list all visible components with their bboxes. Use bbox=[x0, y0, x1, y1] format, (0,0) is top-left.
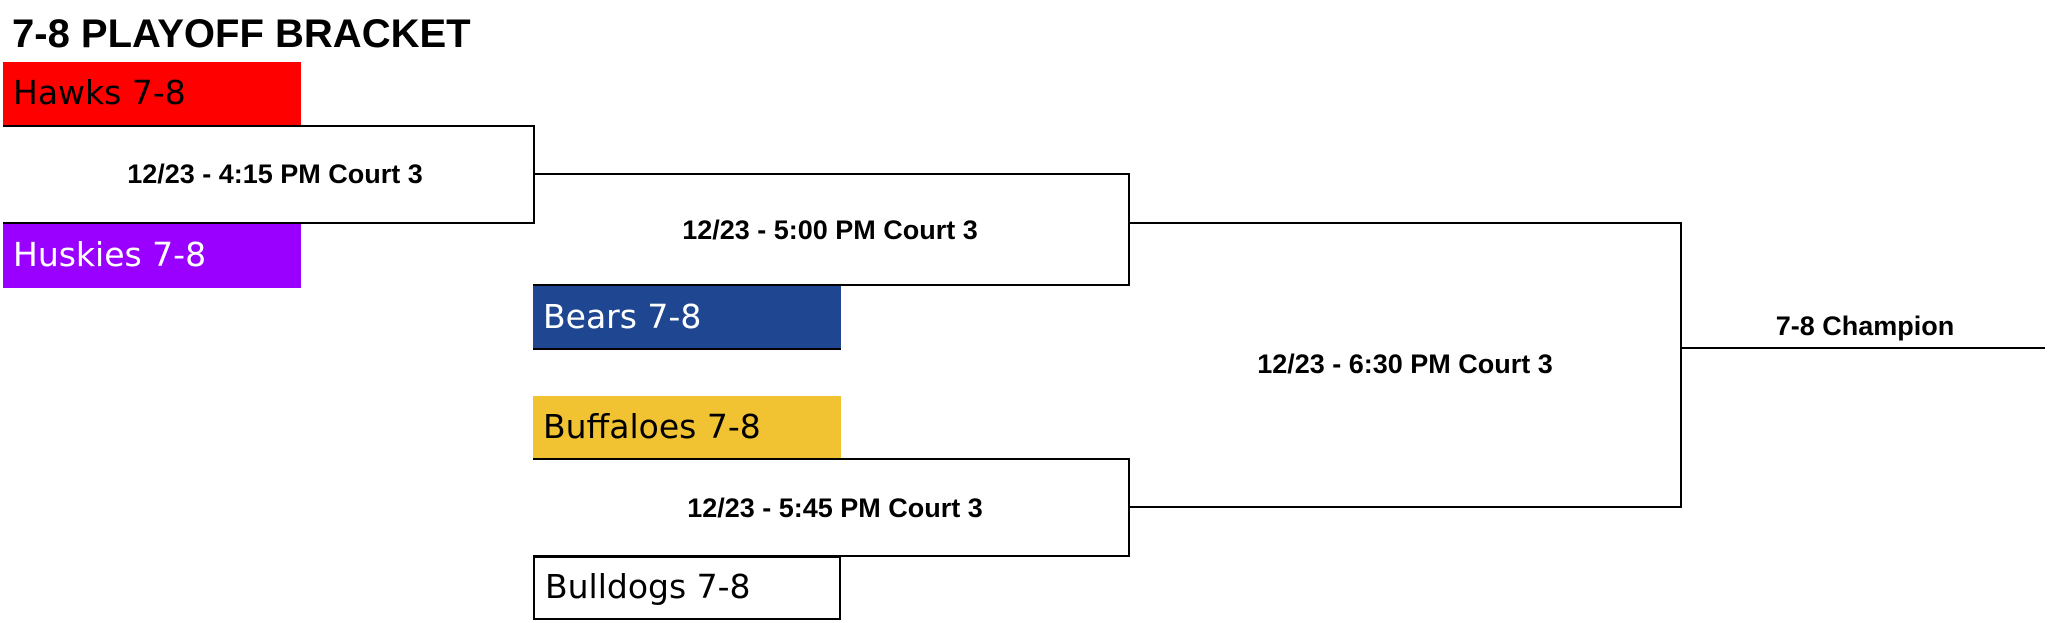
bracket-line bbox=[3, 125, 535, 127]
bracket-line bbox=[1680, 222, 1682, 508]
match-2-label: 12/23 - 5:00 PM Court 3 bbox=[682, 215, 978, 245]
bracket-line bbox=[533, 458, 1130, 460]
final-match-label: 12/23 - 6:30 PM Court 3 bbox=[1257, 349, 1553, 379]
bracket-line bbox=[533, 555, 1130, 557]
champion-label: 7-8 Champion bbox=[1775, 311, 1955, 341]
champion-line bbox=[1680, 347, 2045, 349]
team-bears: Bears 7-8 bbox=[533, 286, 841, 350]
team-bulldogs: Bulldogs 7-8 bbox=[533, 556, 841, 620]
team-hawks: Hawks 7-8 bbox=[3, 62, 301, 126]
bracket-line bbox=[3, 222, 535, 224]
bracket-line bbox=[1128, 222, 1682, 224]
match-1-label: 12/23 - 4:15 PM Court 3 bbox=[127, 159, 423, 189]
bracket-line bbox=[533, 348, 841, 350]
bracket-line bbox=[1128, 506, 1682, 508]
match-3-label: 12/23 - 5:45 PM Court 3 bbox=[687, 493, 983, 523]
bracket-line bbox=[533, 284, 1130, 286]
team-buffaloes: Buffaloes 7-8 bbox=[533, 396, 841, 460]
bracket-line bbox=[533, 173, 1130, 175]
bracket-title: 7-8 PLAYOFF BRACKET bbox=[12, 12, 471, 56]
bracket-line bbox=[1128, 173, 1130, 286]
team-huskies: Huskies 7-8 bbox=[3, 224, 301, 288]
